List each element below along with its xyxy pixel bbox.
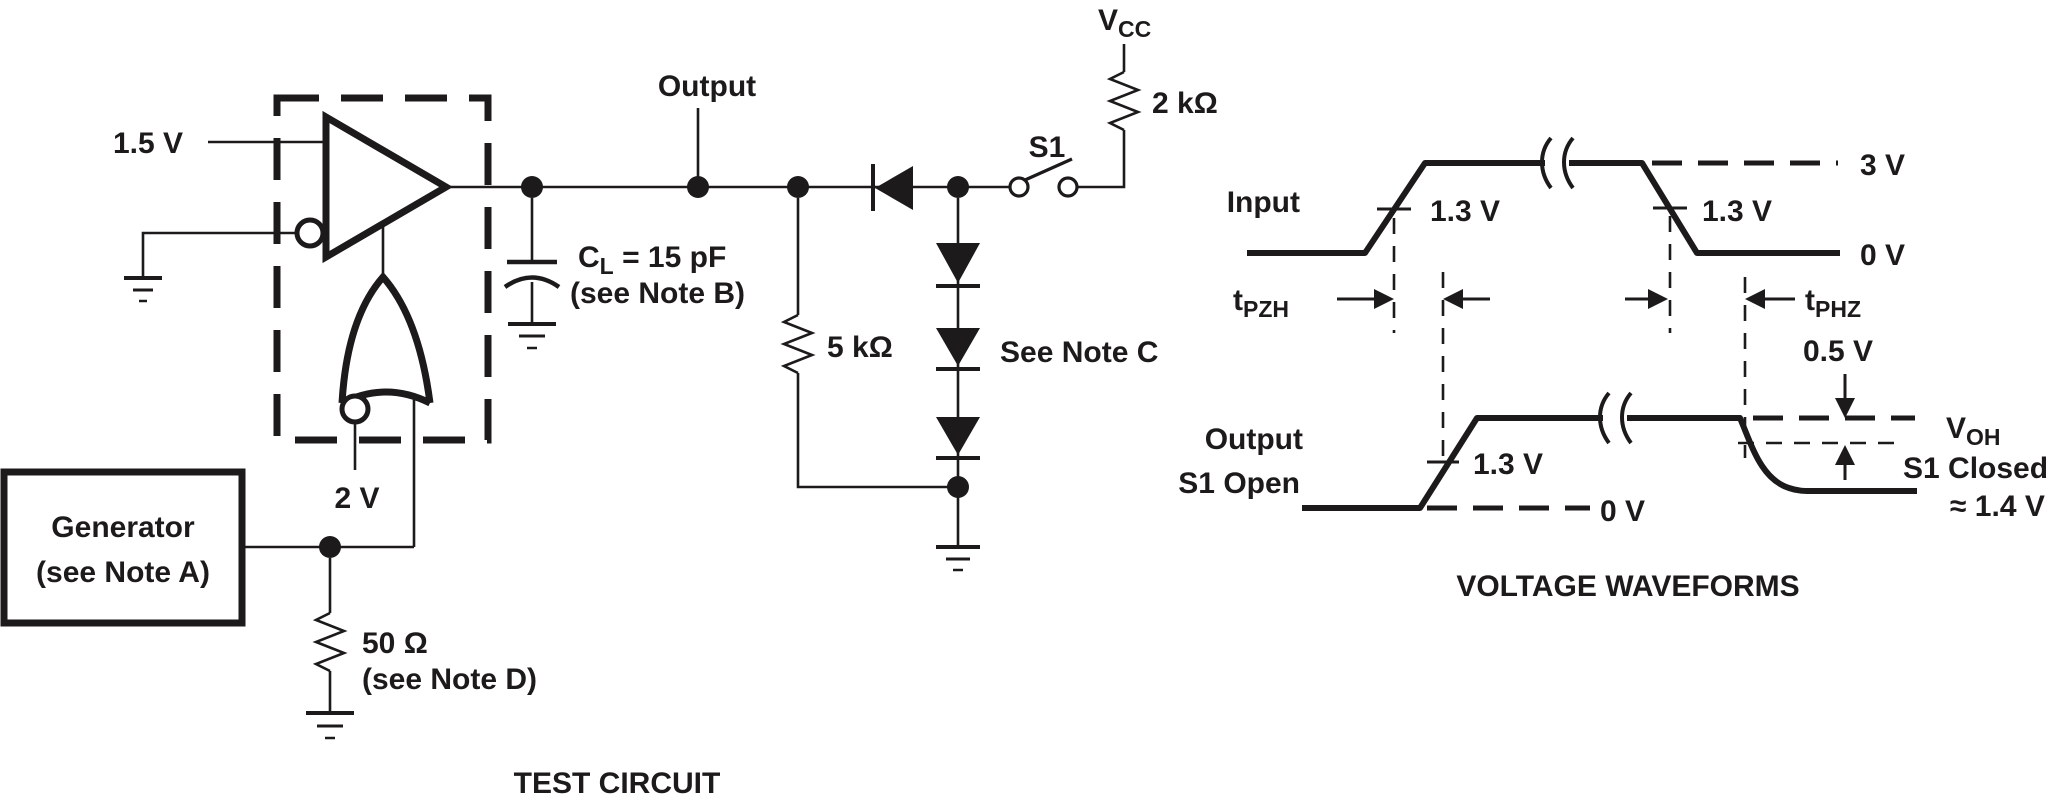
r2k-wire-bottom xyxy=(1077,130,1126,189)
dut-dashed-box xyxy=(273,94,492,444)
output-wave-right xyxy=(1627,415,1917,495)
diode-icon xyxy=(936,243,980,288)
r2k-resistor-symbol xyxy=(1106,70,1142,132)
s1-label: S1 xyxy=(1029,131,1066,164)
ground-symbol-cap xyxy=(508,322,556,350)
tphz-label: tPHZ xyxy=(1805,284,1861,322)
arrowhead-right-icon xyxy=(1648,289,1668,309)
ground-symbol-left xyxy=(124,276,162,303)
input-waveform-label: Input xyxy=(1227,186,1300,219)
output-vth-label: 1.3 V xyxy=(1473,448,1543,481)
diode-icon xyxy=(871,164,913,211)
generator-label-line1: Generator xyxy=(51,511,195,544)
junction-dot xyxy=(521,176,543,198)
r5k-resistor-symbol xyxy=(780,313,816,375)
output-label: Output xyxy=(658,70,756,103)
buffer-symbol xyxy=(322,110,453,264)
see-note-c-label: See Note C xyxy=(1000,336,1158,369)
diode-icon xyxy=(936,328,980,371)
input-bias-label: 1.5 V xyxy=(113,127,183,160)
r2k-value-label: 2 kΩ xyxy=(1152,87,1218,120)
arrowhead-left-icon xyxy=(1745,289,1765,309)
input-high-label: 3 V xyxy=(1860,149,1905,182)
approx-level-label: ≈ 1.4 V xyxy=(1950,490,2045,523)
diode-icon xyxy=(936,417,980,460)
input-low-label: 0 V xyxy=(1860,239,1905,272)
test-circuit: 1.5 V 2 V Generator (see Note A) xyxy=(0,4,1218,798)
vcc-label: VCC xyxy=(1098,4,1151,42)
input-vth-rise-label: 1.3 V xyxy=(1430,195,1500,228)
generator-box xyxy=(0,468,246,627)
switch-s1-symbol xyxy=(1008,157,1079,198)
test-circuit-caption: TEST CIRCUIT xyxy=(514,767,721,798)
generator-label-line2: (see Note A) xyxy=(36,556,210,589)
enable-bias-label: 2 V xyxy=(334,482,379,515)
arrowhead-right-icon xyxy=(1374,289,1394,309)
output-waveform-label1: Output xyxy=(1205,423,1303,456)
output-low-label: 0 V xyxy=(1600,495,1645,528)
capacitor-symbol xyxy=(503,259,561,289)
tpzh-label: tPZH xyxy=(1233,284,1289,322)
break-mark-icon xyxy=(1540,136,1575,190)
r50-resistor-symbol xyxy=(312,611,348,673)
junction-dot xyxy=(687,176,709,198)
voh-label: VOH xyxy=(1946,412,2001,450)
input-vth-fall-label: 1.3 V xyxy=(1702,195,1772,228)
gate-bubble-icon xyxy=(339,393,371,425)
bubble-ground-wire xyxy=(141,231,297,278)
r5k-wire-bottom xyxy=(796,373,949,489)
junction-dot xyxy=(947,476,969,498)
s1-closed-label: S1 Closed xyxy=(1903,452,2048,485)
arrowhead-down-icon xyxy=(1835,398,1855,418)
r50-value-label: 50 Ω xyxy=(362,627,428,660)
junction-dot xyxy=(319,536,341,558)
voltage-waveforms: Input 3 V 0 V 1.3 V 1.3 V tPZH tPHZ 0.5 … xyxy=(1178,136,2048,603)
r5k-value-label: 5 kΩ xyxy=(827,331,893,364)
or-gate-symbol xyxy=(338,271,434,407)
cap-value-label: CL = 15 pF xyxy=(578,241,726,279)
cap-note-label: (see Note B) xyxy=(570,277,745,310)
arrowhead-left-icon xyxy=(1443,289,1463,309)
output-waveform-label2: S1 Open xyxy=(1178,467,1300,500)
delta-label: 0.5 V xyxy=(1803,335,1873,368)
junction-dot xyxy=(787,176,809,198)
ground-symbol-r50 xyxy=(306,711,354,740)
voltage-waveforms-caption: VOLTAGE WAVEFORMS xyxy=(1456,570,1799,603)
buffer-bubble-icon xyxy=(294,217,326,249)
junction-dot xyxy=(947,176,969,198)
arrowhead-up-icon xyxy=(1835,445,1855,465)
break-mark-icon xyxy=(1598,391,1633,445)
r50-note-label: (see Note D) xyxy=(362,663,537,696)
ground-symbol-diodes xyxy=(936,545,980,572)
